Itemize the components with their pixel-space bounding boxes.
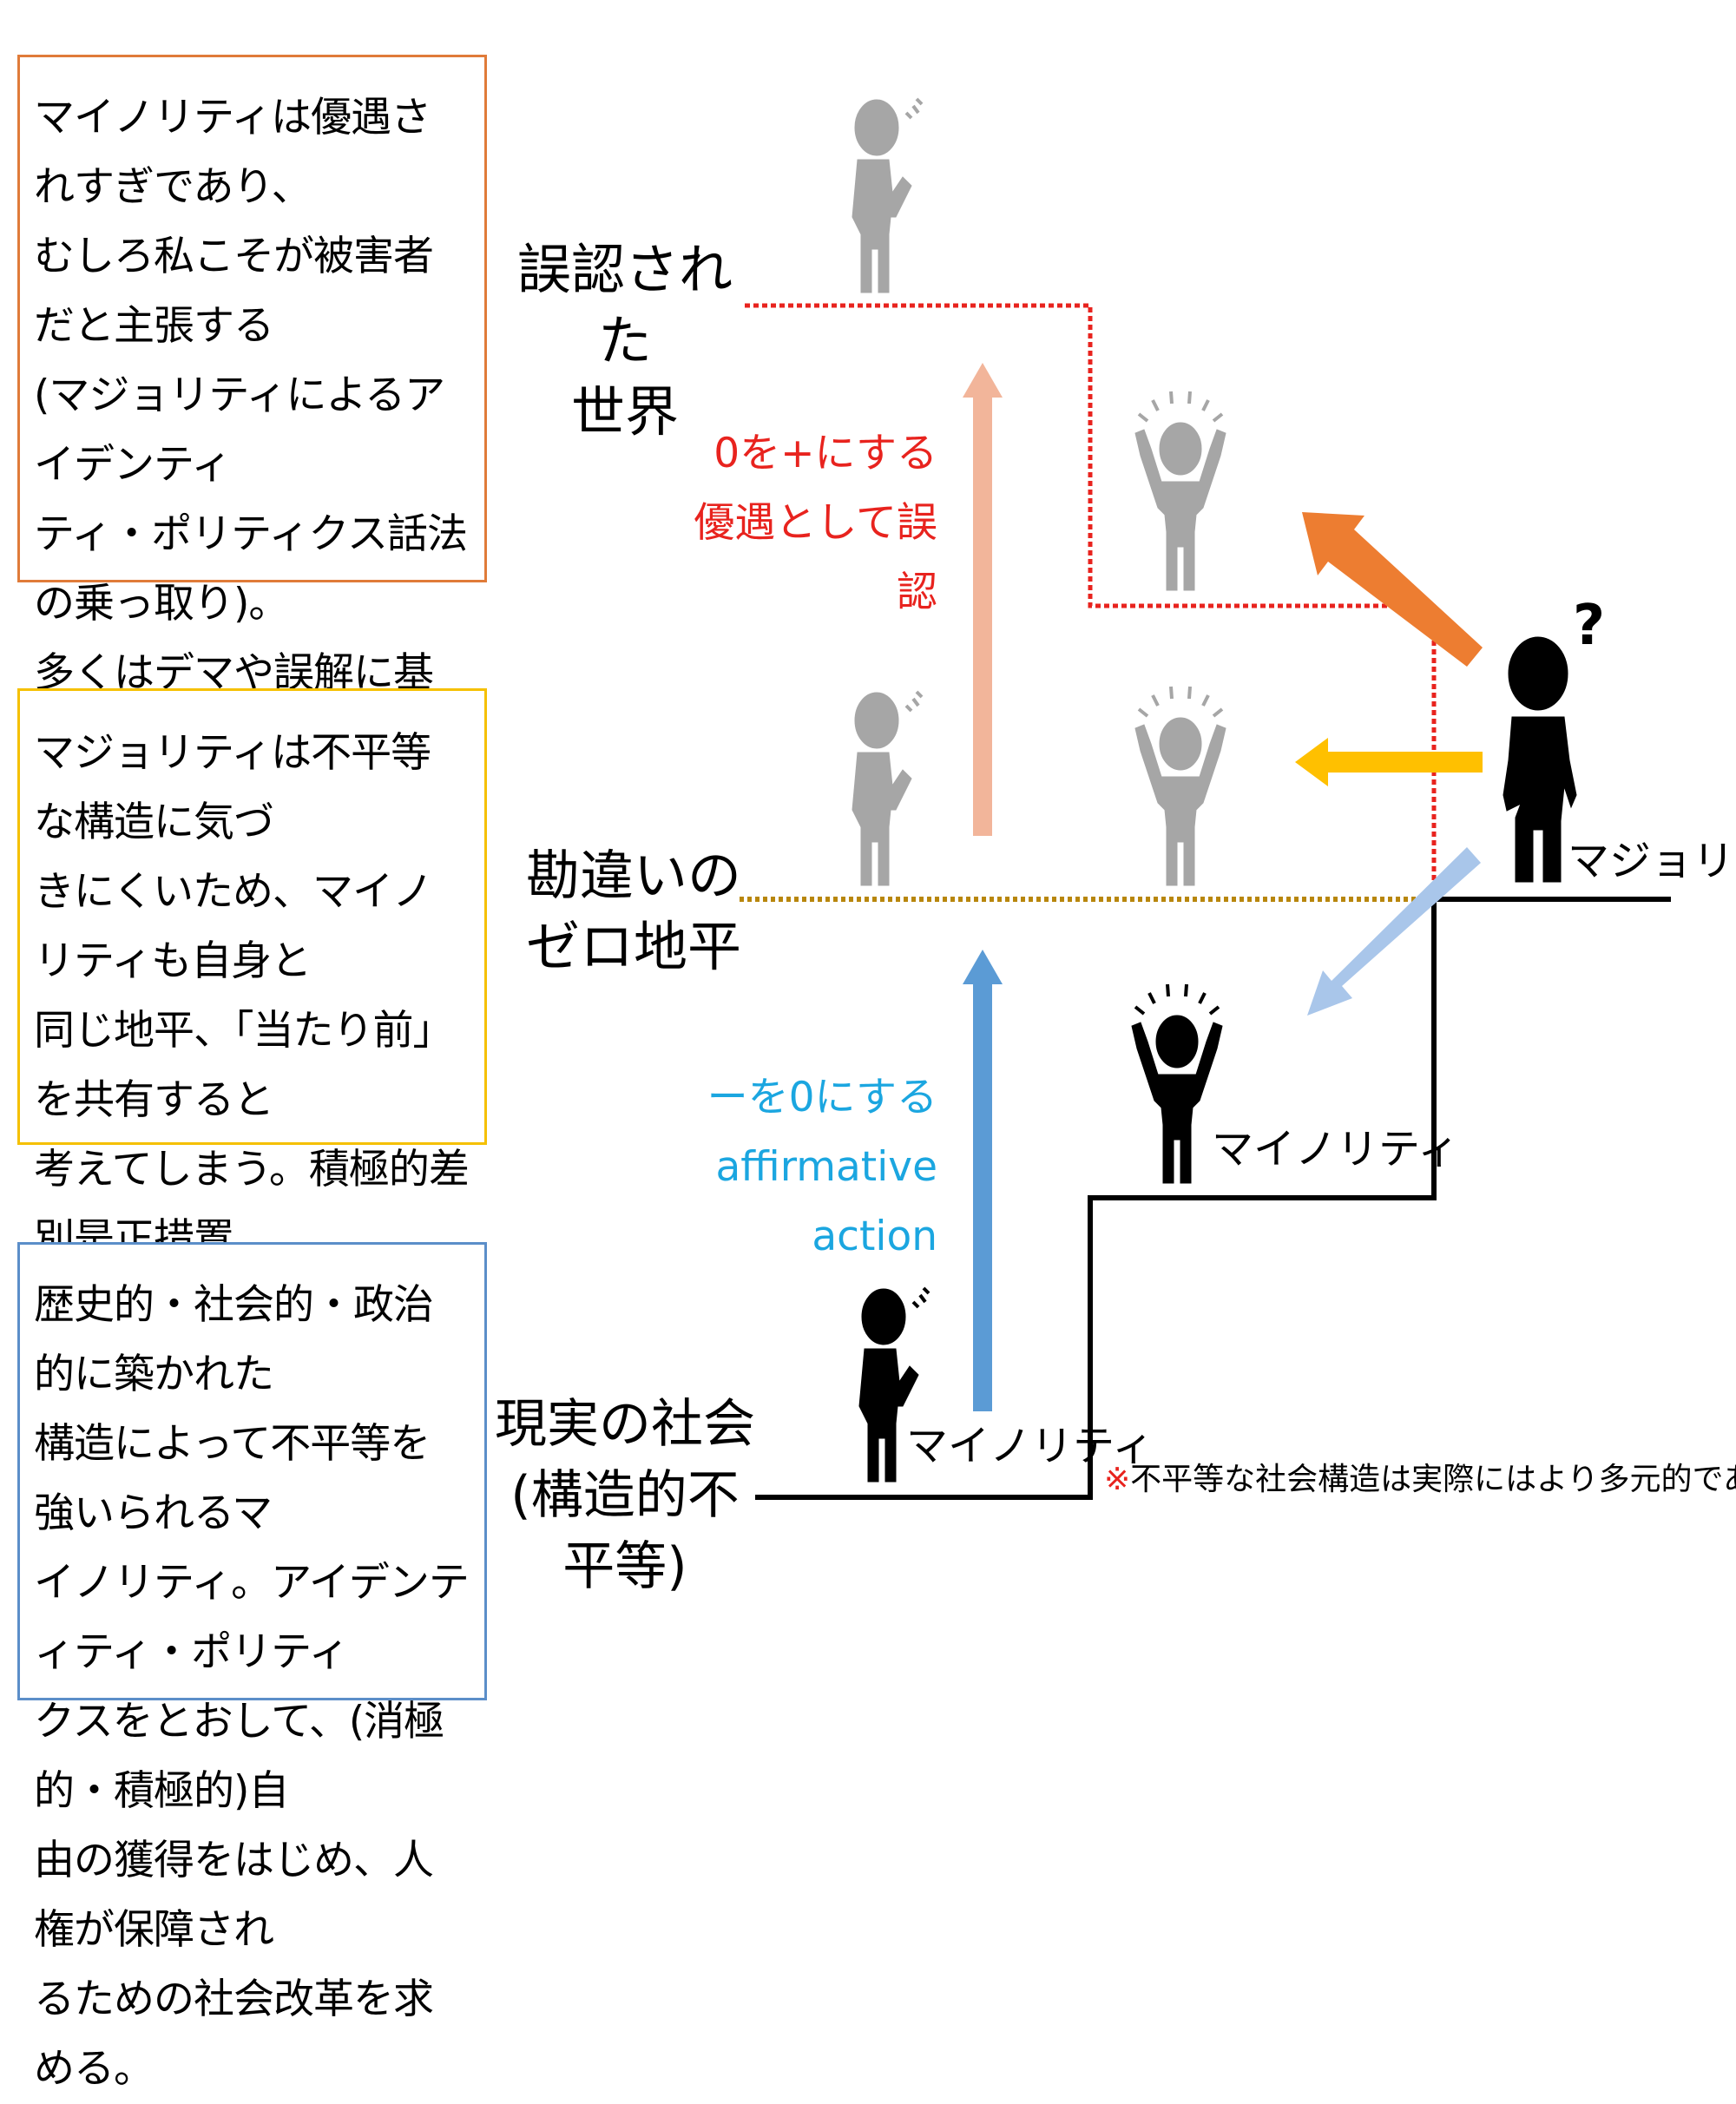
- diagram-canvas: ?: [740, 97, 1671, 1500]
- majority-label: マジョリティ: [1568, 837, 1736, 885]
- zero-horizon-label: 勘違いの ゼロ地平: [525, 844, 741, 978]
- gray-figure-zero: [851, 690, 924, 887]
- upper-arrow: [963, 363, 1003, 836]
- footnote: ※不平等な社会構造は実際にはより多元的である。: [1104, 1458, 1736, 1502]
- gray-figure-top: [851, 97, 924, 294]
- real-society-label: 現実の社会 (構造的不平等): [495, 1394, 755, 1597]
- misrecognized-world-label: 誤認された 世界: [516, 238, 733, 444]
- gaze-arrow-yellow: [1295, 738, 1483, 786]
- misrecognized-level-dotted-line: [745, 303, 1437, 899]
- minority-middle-label: マイノリティ: [1212, 1125, 1460, 1174]
- lower-arrow: [963, 950, 1003, 1411]
- upper-arrow-annotation: 0を+にする 優遇として誤認: [694, 430, 937, 616]
- footnote-text: 不平等な社会構造は実際にはより多元的である。: [1130, 1462, 1736, 1497]
- minority-bottom-label: マイノリティ: [906, 1422, 1154, 1470]
- gaze-arrow-orange: [1302, 512, 1483, 667]
- gray-cheer-figure-zero: [1134, 685, 1227, 887]
- gaze-arrow-lightblue: [1307, 847, 1481, 1016]
- majority-figure: [1503, 636, 1577, 883]
- question-mark-icon: ?: [1573, 594, 1605, 658]
- lower-arrow-annotation: ーを0にする affirmative action: [707, 1074, 937, 1260]
- staircase: [755, 897, 1671, 1500]
- footnote-mark: ※: [1104, 1462, 1131, 1497]
- gray-cheer-figure-upper: [1134, 390, 1227, 592]
- minority-middle-figure: [1130, 983, 1224, 1185]
